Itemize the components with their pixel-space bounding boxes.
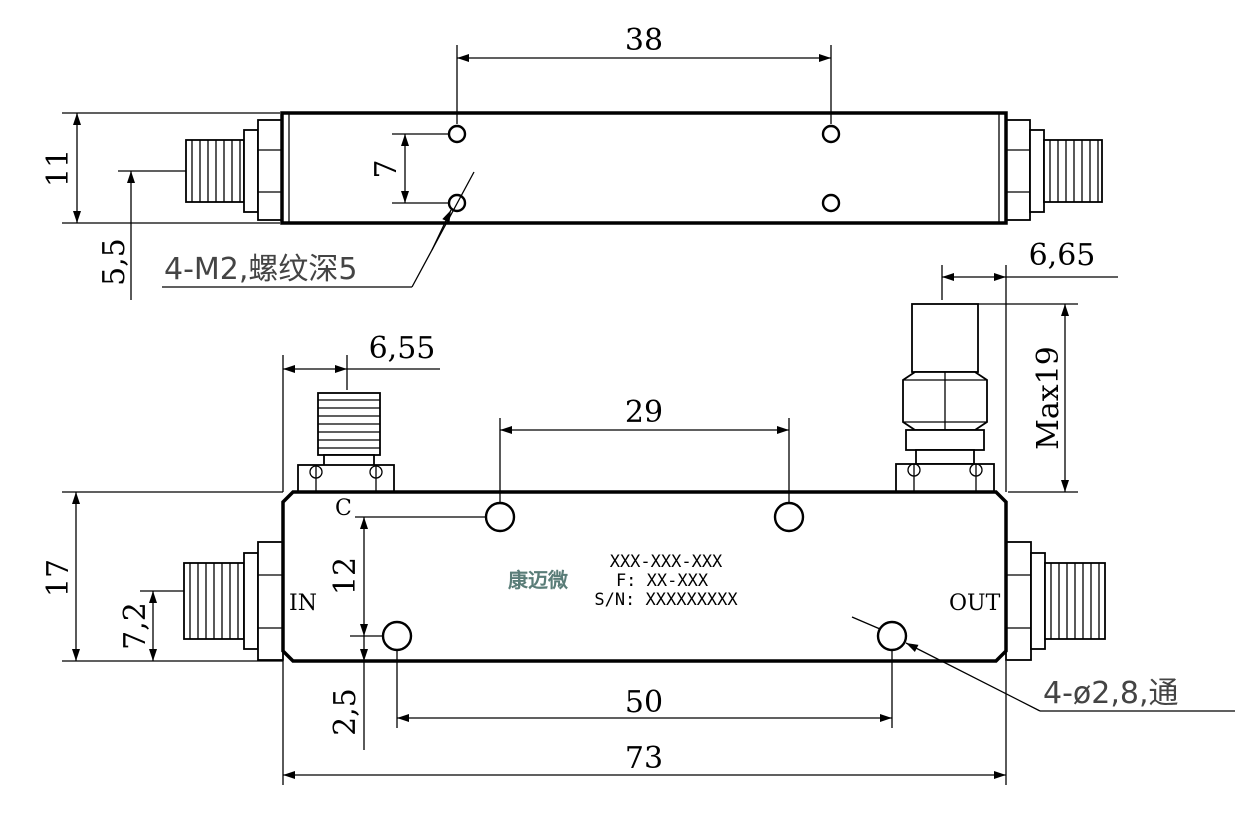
front-view: C IN OUT 康迈微 XXX-XXX-XXX F: XX-XXX S/N: … (41, 303, 1235, 785)
front-through-holes (381, 501, 908, 652)
dim-front-hole-bottom-offset: 2,5 (328, 688, 363, 736)
top-right-connector (1005, 119, 1103, 221)
dim-front-connector-offset: 7,2 (118, 602, 153, 650)
dim-overall-length: 73 (625, 741, 663, 776)
dim-side-connector-height: Max19 (1031, 346, 1066, 450)
dim-coupled-port-offset: 6,55 (369, 331, 436, 366)
dim-front-hole-spacing-top: 29 (625, 395, 663, 430)
note-threaded-holes: 4-M2,螺纹深5 (164, 252, 358, 287)
input-connector (183, 541, 284, 661)
dim-side-connector-depth: 6,65 (1029, 238, 1096, 273)
top-left-connector (185, 119, 283, 221)
label-serial: S/N: XXXXXXXXX (594, 590, 738, 610)
port-output-label: OUT (949, 591, 1001, 616)
coupled-port-connector (297, 392, 395, 493)
note-through-holes: 4-ø2,8,通 (1043, 676, 1179, 711)
dim-top-hole-spacing: 38 (625, 23, 663, 58)
dim-front-hole-vertical: 12 (328, 557, 363, 595)
port-coupled-label: C (335, 496, 352, 521)
port-input-label: IN (289, 591, 317, 616)
dim-top-connector-offset: 5,5 (97, 238, 132, 286)
label-frequency: F: XX-XXX (616, 571, 709, 591)
top-view: 38 11 7 5,5 4-M2,螺纹深5 (41, 23, 1103, 300)
dim-top-body-height: 11 (41, 149, 76, 187)
top-threaded-holes (447, 124, 841, 213)
side-connector-dims: 6,65 Max19 (941, 238, 1118, 493)
dim-top-hole-pitch: 7 (369, 159, 404, 178)
output-connector (1005, 541, 1106, 661)
top-right-upright-connector (895, 303, 995, 493)
dim-front-hole-spacing-bottom: 50 (625, 685, 663, 720)
brand-logo: 康迈微 (508, 568, 568, 592)
front-body (281, 490, 1008, 663)
dim-front-body-height: 17 (41, 559, 76, 597)
label-part-number: XXX-XXX-XXX (610, 552, 723, 572)
